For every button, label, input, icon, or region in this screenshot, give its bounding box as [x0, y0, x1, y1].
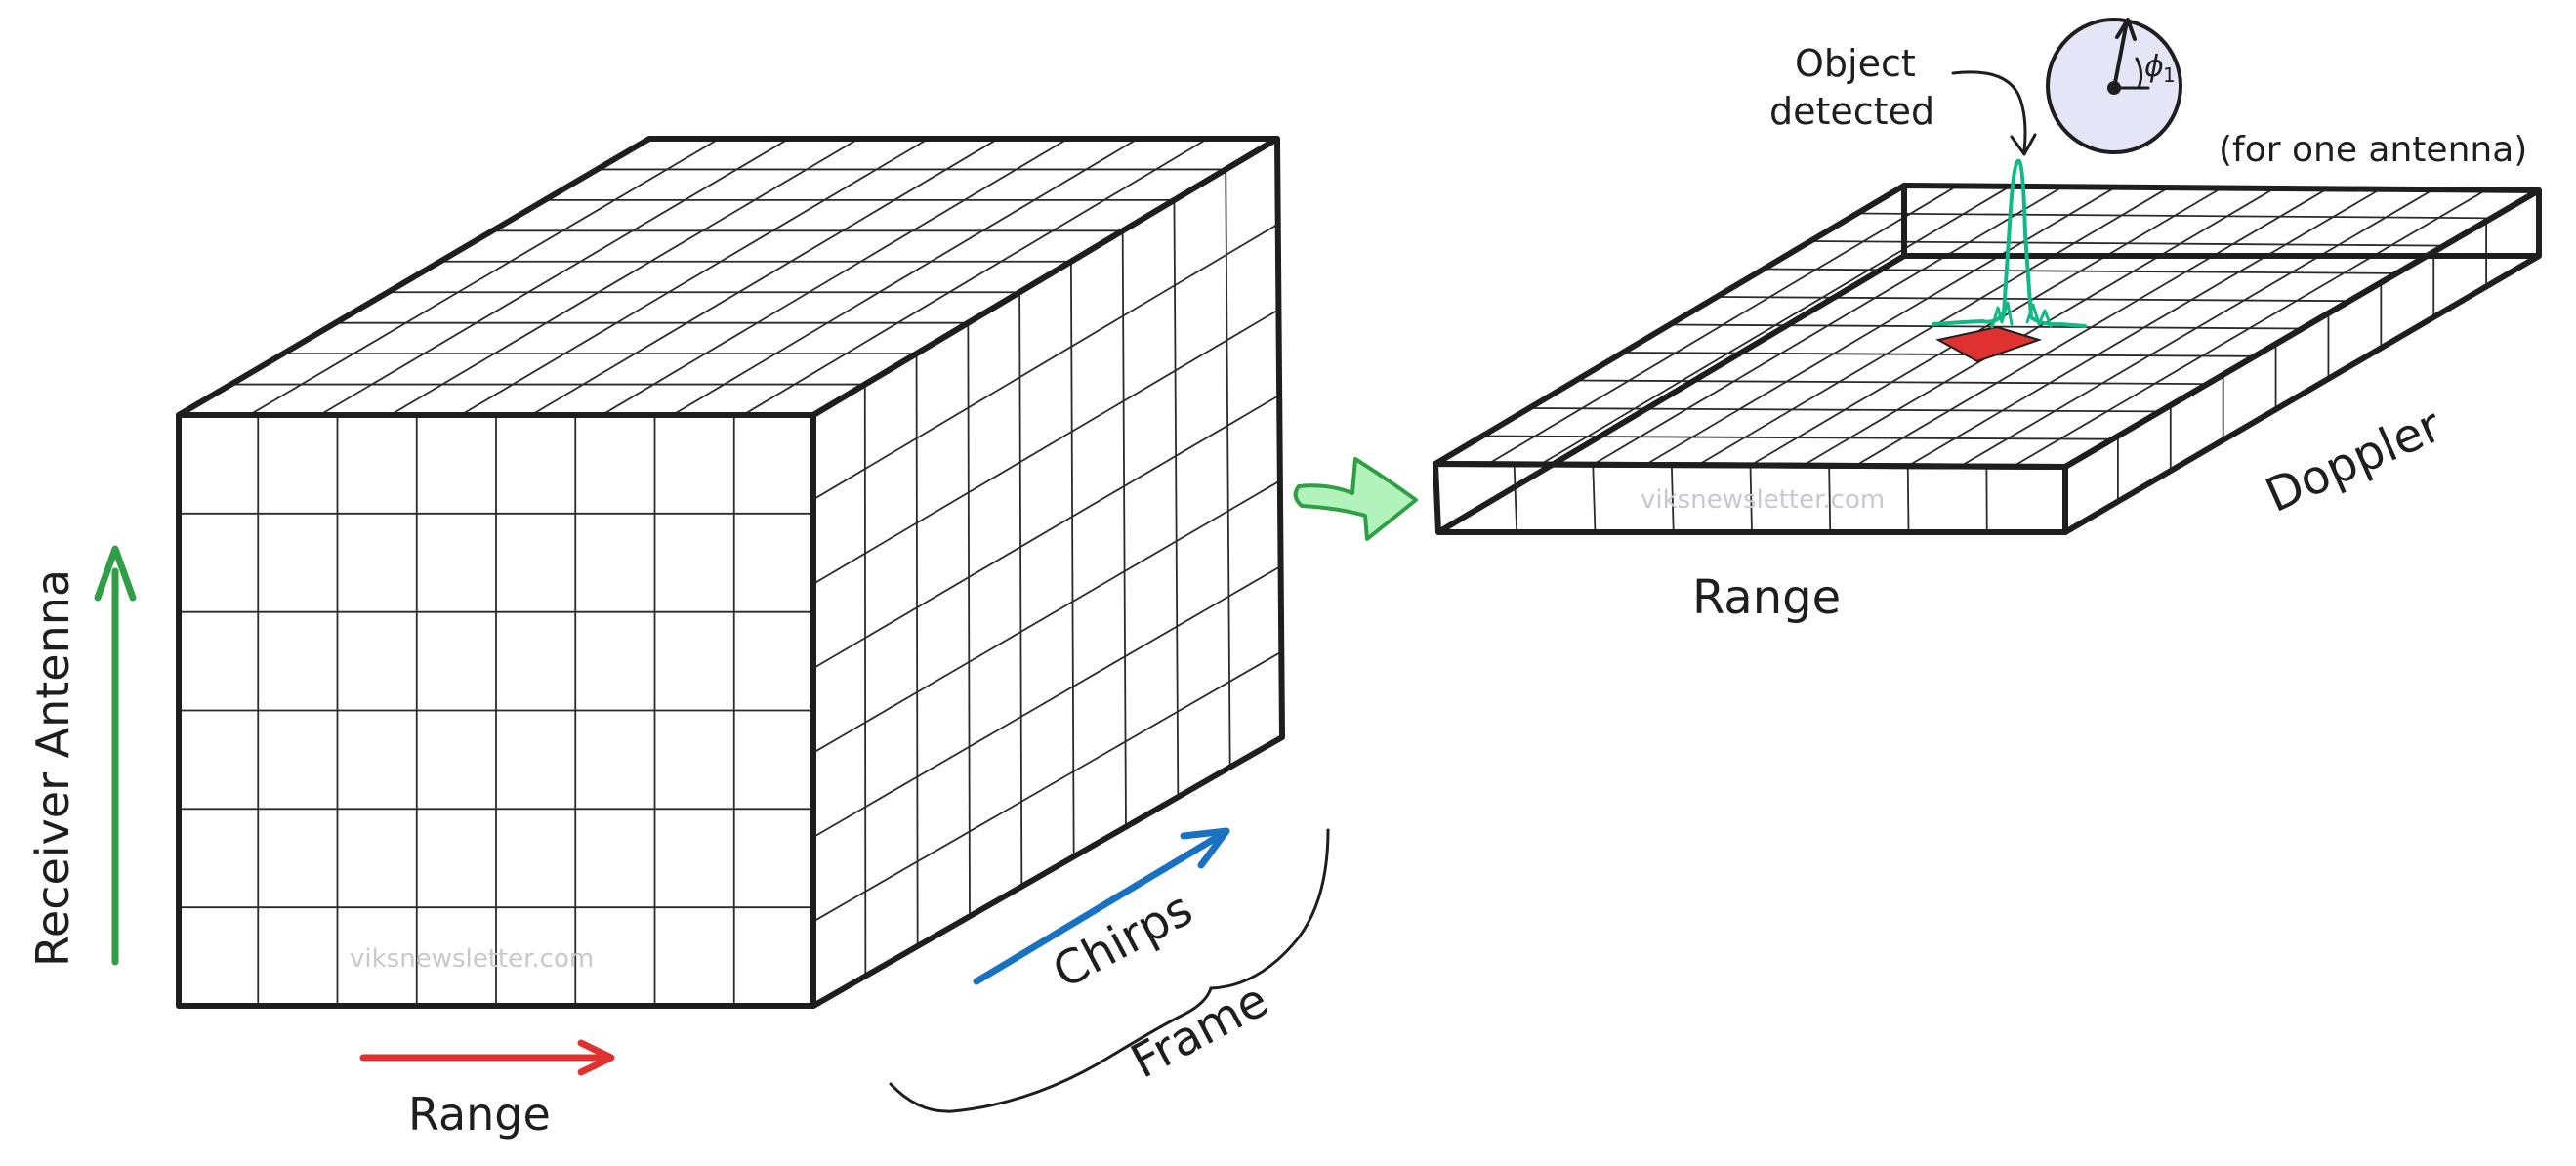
- slab-top-grid-line: [1716, 296, 2350, 303]
- slab-top-grid-line: [1809, 240, 2445, 247]
- slab-top-grid-line: [1669, 323, 2303, 330]
- cube-top-grid-line: [742, 138, 1209, 416]
- for-one-antenna-label: (for one antenna): [2219, 130, 2527, 170]
- slab-top-grid-line: [1856, 212, 2492, 220]
- cube-side-grid-line: [1069, 261, 1075, 857]
- cube-top-grid-line: [318, 138, 790, 416]
- slab-top-grid-line: [1763, 268, 2397, 274]
- range-label-left: Range: [408, 1088, 551, 1141]
- slab-front-face: [1435, 464, 2065, 533]
- cube-side-grid-line: [812, 309, 1279, 585]
- cube-top-fill: [179, 139, 1277, 415]
- chirps-arrow: [973, 827, 1230, 985]
- transition-arrow: [1293, 457, 1418, 541]
- chirps-label: Chirps: [1044, 882, 1201, 1000]
- radar-data-cube: [176, 136, 1285, 1009]
- cube-edges: [176, 136, 1285, 1009]
- object-detected-pointer-head: [2010, 133, 2037, 156]
- object-detected-label-line1: Object: [1795, 42, 1916, 85]
- range-doppler-map: [1433, 183, 2542, 535]
- slab-edges: [1433, 183, 2542, 535]
- cube-side-grid-line: [863, 384, 867, 977]
- cube-top-grid-line: [530, 138, 999, 416]
- phase-symbol: ϕ: [2144, 50, 2164, 84]
- cube-side-grid-line: [1225, 169, 1231, 768]
- cube-top-grid-line: [601, 138, 1069, 416]
- detected-cell: [1935, 325, 2043, 363]
- slab-front-grid-line: [1592, 464, 1597, 533]
- cube-side-face: [812, 139, 1282, 1006]
- slab-front-grid-line: [1906, 466, 1910, 533]
- slab-back-rim: [1436, 253, 1906, 535]
- watermark-left: viksnewsletter.com: [350, 944, 594, 974]
- watermark-right: viksnewsletter.com: [1641, 485, 1885, 515]
- frame-label: Frame: [1122, 973, 1276, 1090]
- cube-front-face: [179, 415, 813, 1006]
- cube-side-fill: [813, 139, 1282, 1006]
- slab-top-grid-line: [1622, 352, 2256, 357]
- cube-top-grid-line: [390, 138, 859, 416]
- cube-side-grid-line: [812, 565, 1282, 838]
- phase-subscript: 1: [2163, 63, 2176, 87]
- object-detected-label-line2: detected: [1769, 90, 1934, 133]
- cube-side-grid-line: [812, 650, 1282, 923]
- slab-front-grid-line: [1749, 465, 1753, 533]
- cube-side-grid-line: [967, 322, 971, 917]
- slab-top-grid-line: [1481, 435, 2113, 440]
- receiver-antenna-arrow: [94, 545, 137, 966]
- cube-side-grid-line: [1173, 199, 1180, 798]
- range-label-right: Range: [1692, 570, 1841, 625]
- slab-side-fill: [2065, 190, 2539, 532]
- object-detected-pointer: [1951, 70, 2027, 153]
- slab-top-grid-line: [1575, 379, 2208, 385]
- slab-front-grid-line: [1513, 464, 1518, 533]
- cube-side-grid-line: [1018, 292, 1023, 887]
- cube-side-grid-line: [1121, 230, 1127, 827]
- cube-side-grid-line: [812, 479, 1281, 754]
- range-arrow-left: [359, 1039, 615, 1076]
- cube-top-face: [179, 138, 1277, 416]
- cube-top-grid-line: [248, 138, 720, 416]
- cube-side-grid-line: [812, 223, 1279, 501]
- cube-side-grid-line: [812, 394, 1280, 670]
- cube-side-outline: [810, 136, 1285, 1009]
- doppler-label: Doppler: [2258, 397, 2449, 522]
- frame-brace: [889, 828, 1330, 1113]
- receiver-antenna-label: Receiver Antenna: [26, 569, 79, 967]
- slab-front-grid-line: [1670, 465, 1675, 533]
- cube-top-grid-line: [460, 138, 930, 416]
- phase-dial: [2046, 18, 2182, 154]
- slab-top-grid-line: [1528, 407, 2161, 413]
- slab-side-face: [2065, 190, 2539, 532]
- cube-side-grid-line: [915, 354, 919, 946]
- slab-front-grid-line: [1828, 465, 1832, 533]
- detection-peak-inner: [1990, 301, 2053, 329]
- cube-top-grid-line: [672, 138, 1139, 416]
